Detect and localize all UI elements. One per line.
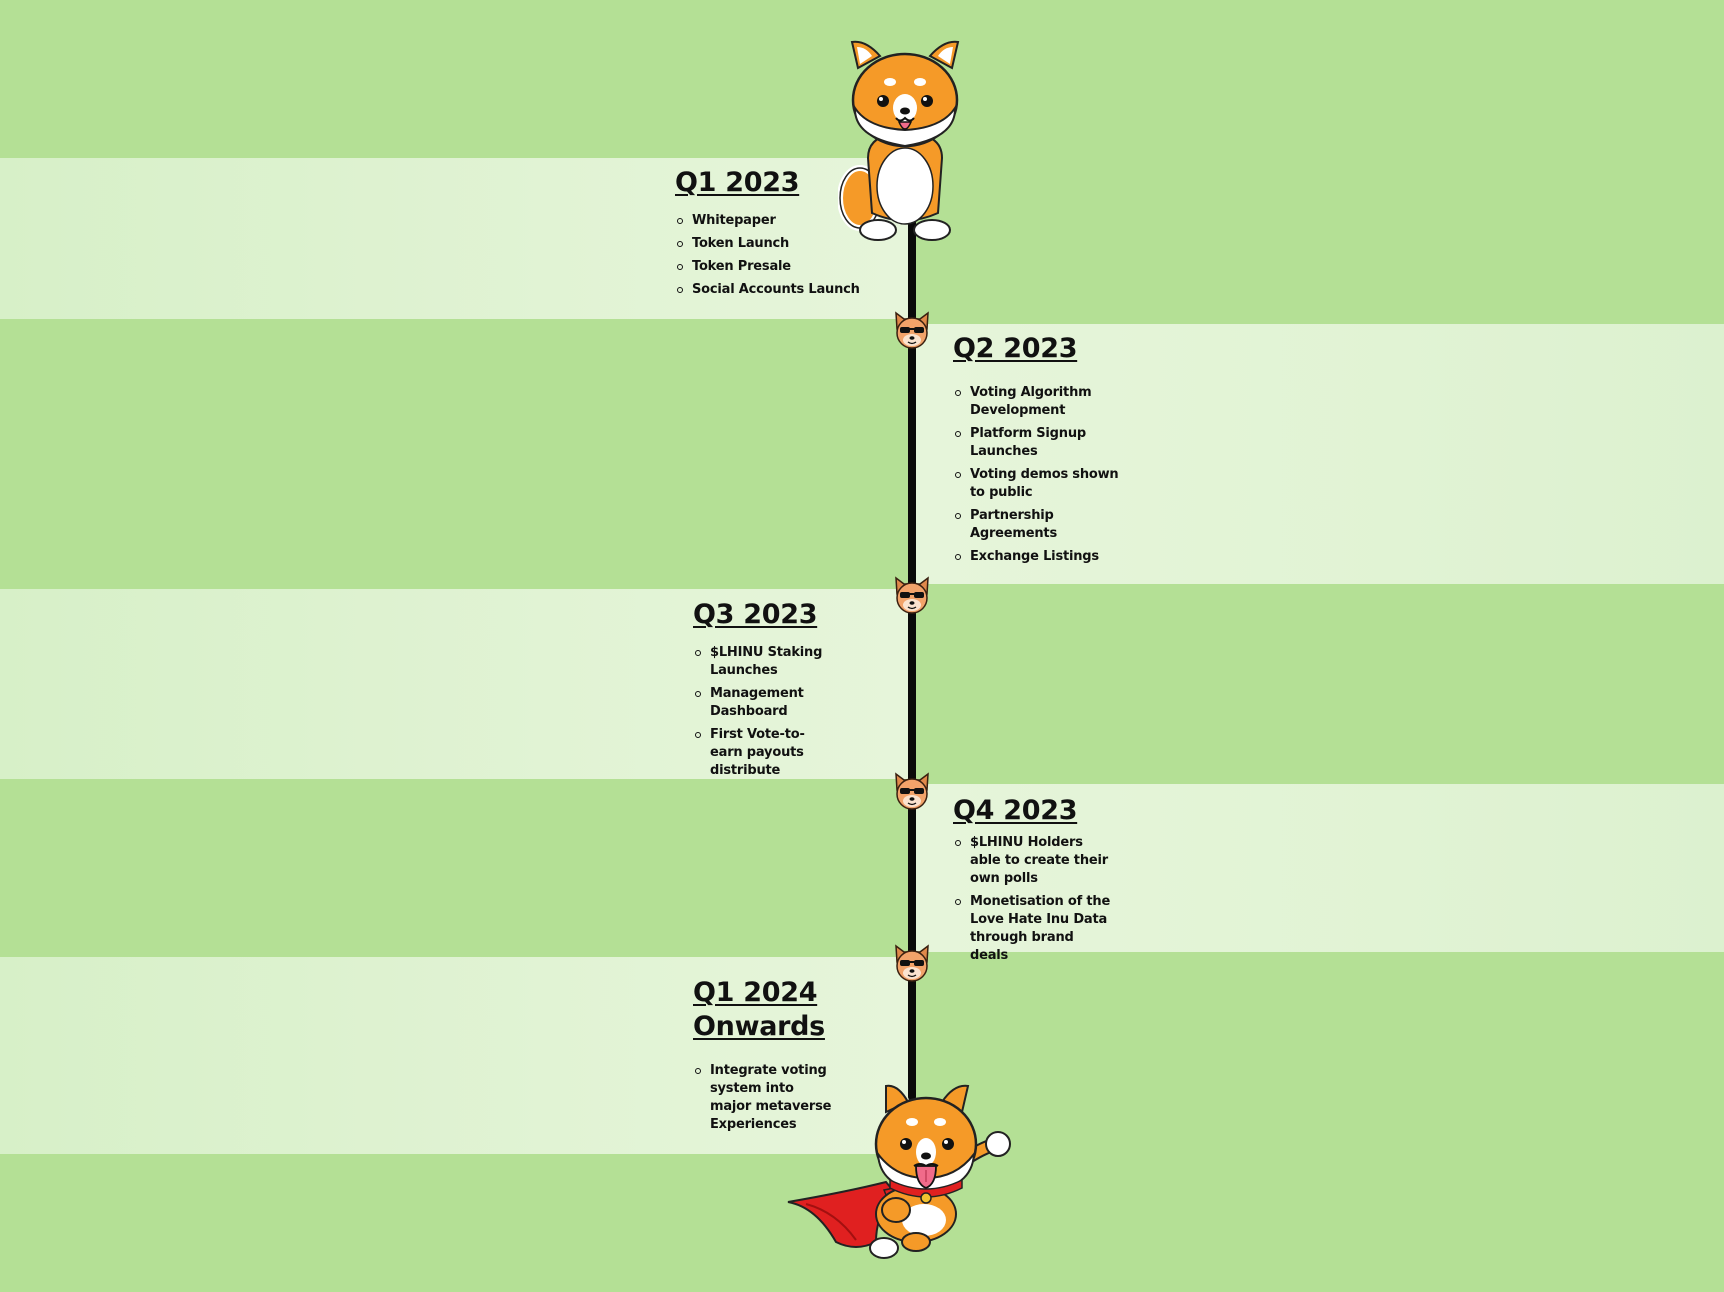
milestone-list: $LHINU Staking Launches Management Dashb… [693, 644, 833, 780]
shiba-sunglasses-icon [895, 576, 929, 614]
band-q1-2023 [0, 158, 1724, 319]
list-item: Management Dashboard [695, 685, 833, 721]
list-item: $LHINU Holders able to create their own … [955, 834, 1113, 888]
milestone-list: Voting Algorithm Development Platform Si… [953, 384, 1133, 566]
list-item: Token Launch [677, 235, 915, 253]
list-item: Social Accounts Launch [677, 281, 915, 299]
list-item: $LHINU Staking Launches [695, 644, 833, 680]
list-item: Partnership Agreements [955, 507, 1133, 543]
flying-superhero-shiba-icon [787, 1084, 1011, 1259]
shiba-sunglasses-icon [895, 772, 929, 810]
list-item: Exchange Listings [955, 548, 1133, 566]
milestone-q1-2024-onwards: Q1 2024 Onwards Integrate voting system … [693, 976, 833, 1139]
band-q4-2023 [0, 784, 1724, 952]
milestone-title: Q1 2023 [675, 167, 800, 198]
list-item: Monetisation of the Love Hate Inu Data t… [955, 893, 1113, 965]
shiba-sunglasses-icon [895, 944, 929, 982]
band-q1-2024 [0, 957, 1724, 1154]
shiba-sunglasses-icon [895, 311, 929, 349]
band-q3-2023 [0, 589, 1724, 779]
list-item: Voting Algorithm Development [955, 384, 1133, 420]
milestone-q1-2023: Q1 2023 Whitepaper Token Launch Token Pr… [675, 166, 915, 304]
milestone-list: $LHINU Holders able to create their own … [953, 834, 1113, 965]
list-item: Whitepaper [677, 212, 915, 230]
milestone-list: Integrate voting system into major metav… [693, 1062, 833, 1134]
milestone-list: Whitepaper Token Launch Token Presale So… [675, 212, 915, 299]
list-item: Token Presale [677, 258, 915, 276]
list-item: Integrate voting system into major metav… [695, 1063, 832, 1132]
milestone-title: Q3 2023 [693, 599, 818, 630]
milestone-q4-2023: Q4 2023 $LHINU Holders able to create th… [953, 794, 1113, 970]
milestone-q3-2023: Q3 2023 $LHINU Staking Launches Manageme… [693, 598, 833, 785]
milestone-title: Q2 2023 [953, 333, 1078, 364]
milestone-q2-2023: Q2 2023 Voting Algorithm Development Pla… [953, 332, 1133, 571]
milestone-title: Q4 2023 [953, 795, 1078, 826]
list-item: Voting demos shown to public [955, 466, 1133, 502]
list-item: Platform Signup Launches [955, 425, 1133, 461]
sitting-shiba-icon [838, 40, 960, 241]
band-q2-2023 [0, 324, 1724, 584]
timeline-line [908, 200, 916, 1100]
list-item: First Vote-to-earn payouts distribute [695, 726, 833, 780]
milestone-title: Q1 2024 Onwards [693, 977, 825, 1042]
